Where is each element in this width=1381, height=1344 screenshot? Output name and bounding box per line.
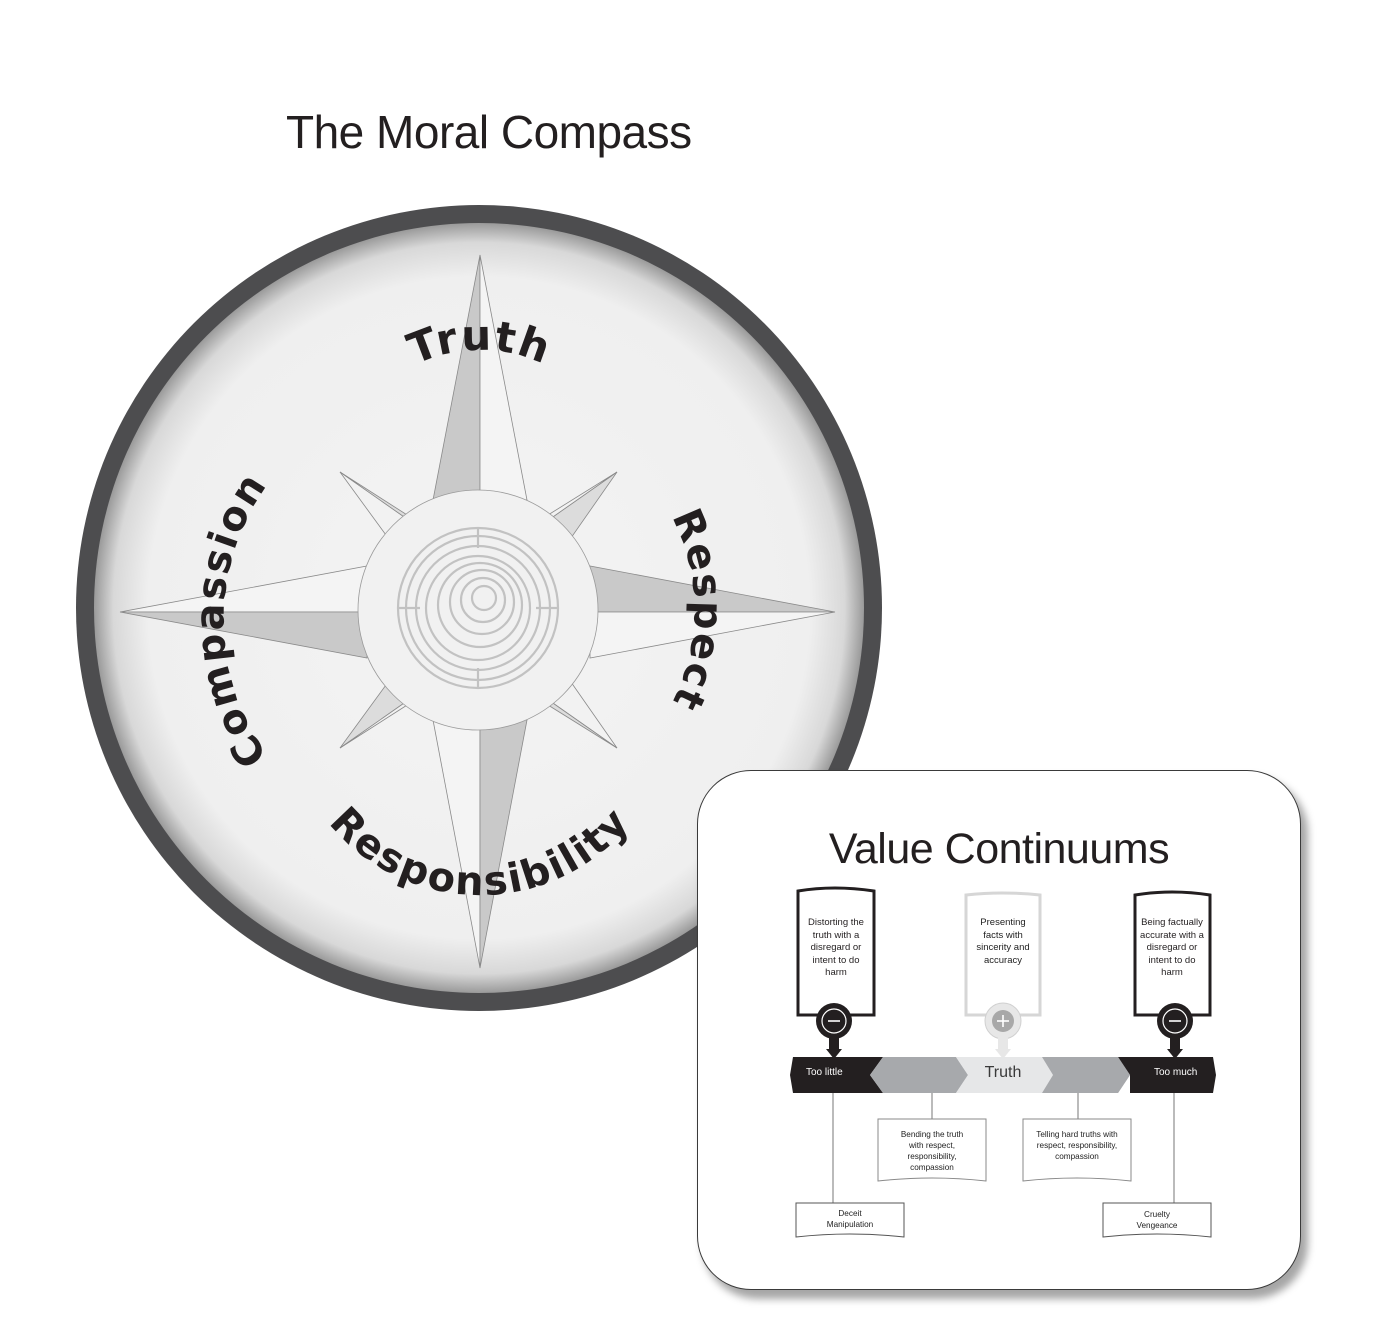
card-title: Value Continuums: [828, 825, 1170, 873]
continuum-bar: [790, 1057, 1216, 1093]
lower-box-inner-right-text: Telling hard truths with respect, respon…: [1036, 1130, 1118, 1161]
lower-box-inner-right-shape: [1022, 1118, 1132, 1182]
upper-box-right-shape: [1133, 890, 1212, 1017]
marker-right: [1157, 1003, 1193, 1059]
upper-box-center-text: Presenting facts with sincerity and accu…: [976, 917, 1030, 966]
bar-label-center: Truth: [984, 1064, 1022, 1081]
bar-label-left: Too little: [806, 1067, 843, 1078]
upper-box-center-shape: [964, 891, 1042, 1017]
lower-box-outer-right-text: Cruelty Vengeance: [1136, 1210, 1178, 1230]
lower-box-outer-right-shape: [1102, 1202, 1212, 1238]
lower-box-inner-left-shape: [877, 1118, 987, 1182]
connector-lines: [832, 1093, 1175, 1203]
lower-box-outer-left-text: Deceit Manipulation: [826, 1209, 874, 1229]
value-continuums-card: Value Continuums: [697, 770, 1301, 1290]
bar-label-right: Too much: [1154, 1067, 1198, 1078]
compass-hub: [357, 489, 599, 731]
compass-cardinal-points: [119, 254, 836, 969]
upper-box-left-text: Distorting the truth with a disregard or…: [808, 917, 864, 978]
marker-left: [816, 1003, 852, 1059]
upper-box-right-text: Being factually accurate with a disregar…: [1140, 917, 1204, 978]
upper-box-left-shape: [796, 886, 876, 1017]
labyrinth-emblem: [396, 526, 560, 690]
page-title: The Moral Compass: [286, 106, 692, 158]
lower-box-inner-left-text: Bending the truth with respect, responsi…: [900, 1130, 964, 1172]
lower-box-outer-left-shape: [795, 1202, 905, 1238]
continuum-diagram: [790, 886, 1216, 1238]
marker-center: [984, 1002, 1022, 1059]
